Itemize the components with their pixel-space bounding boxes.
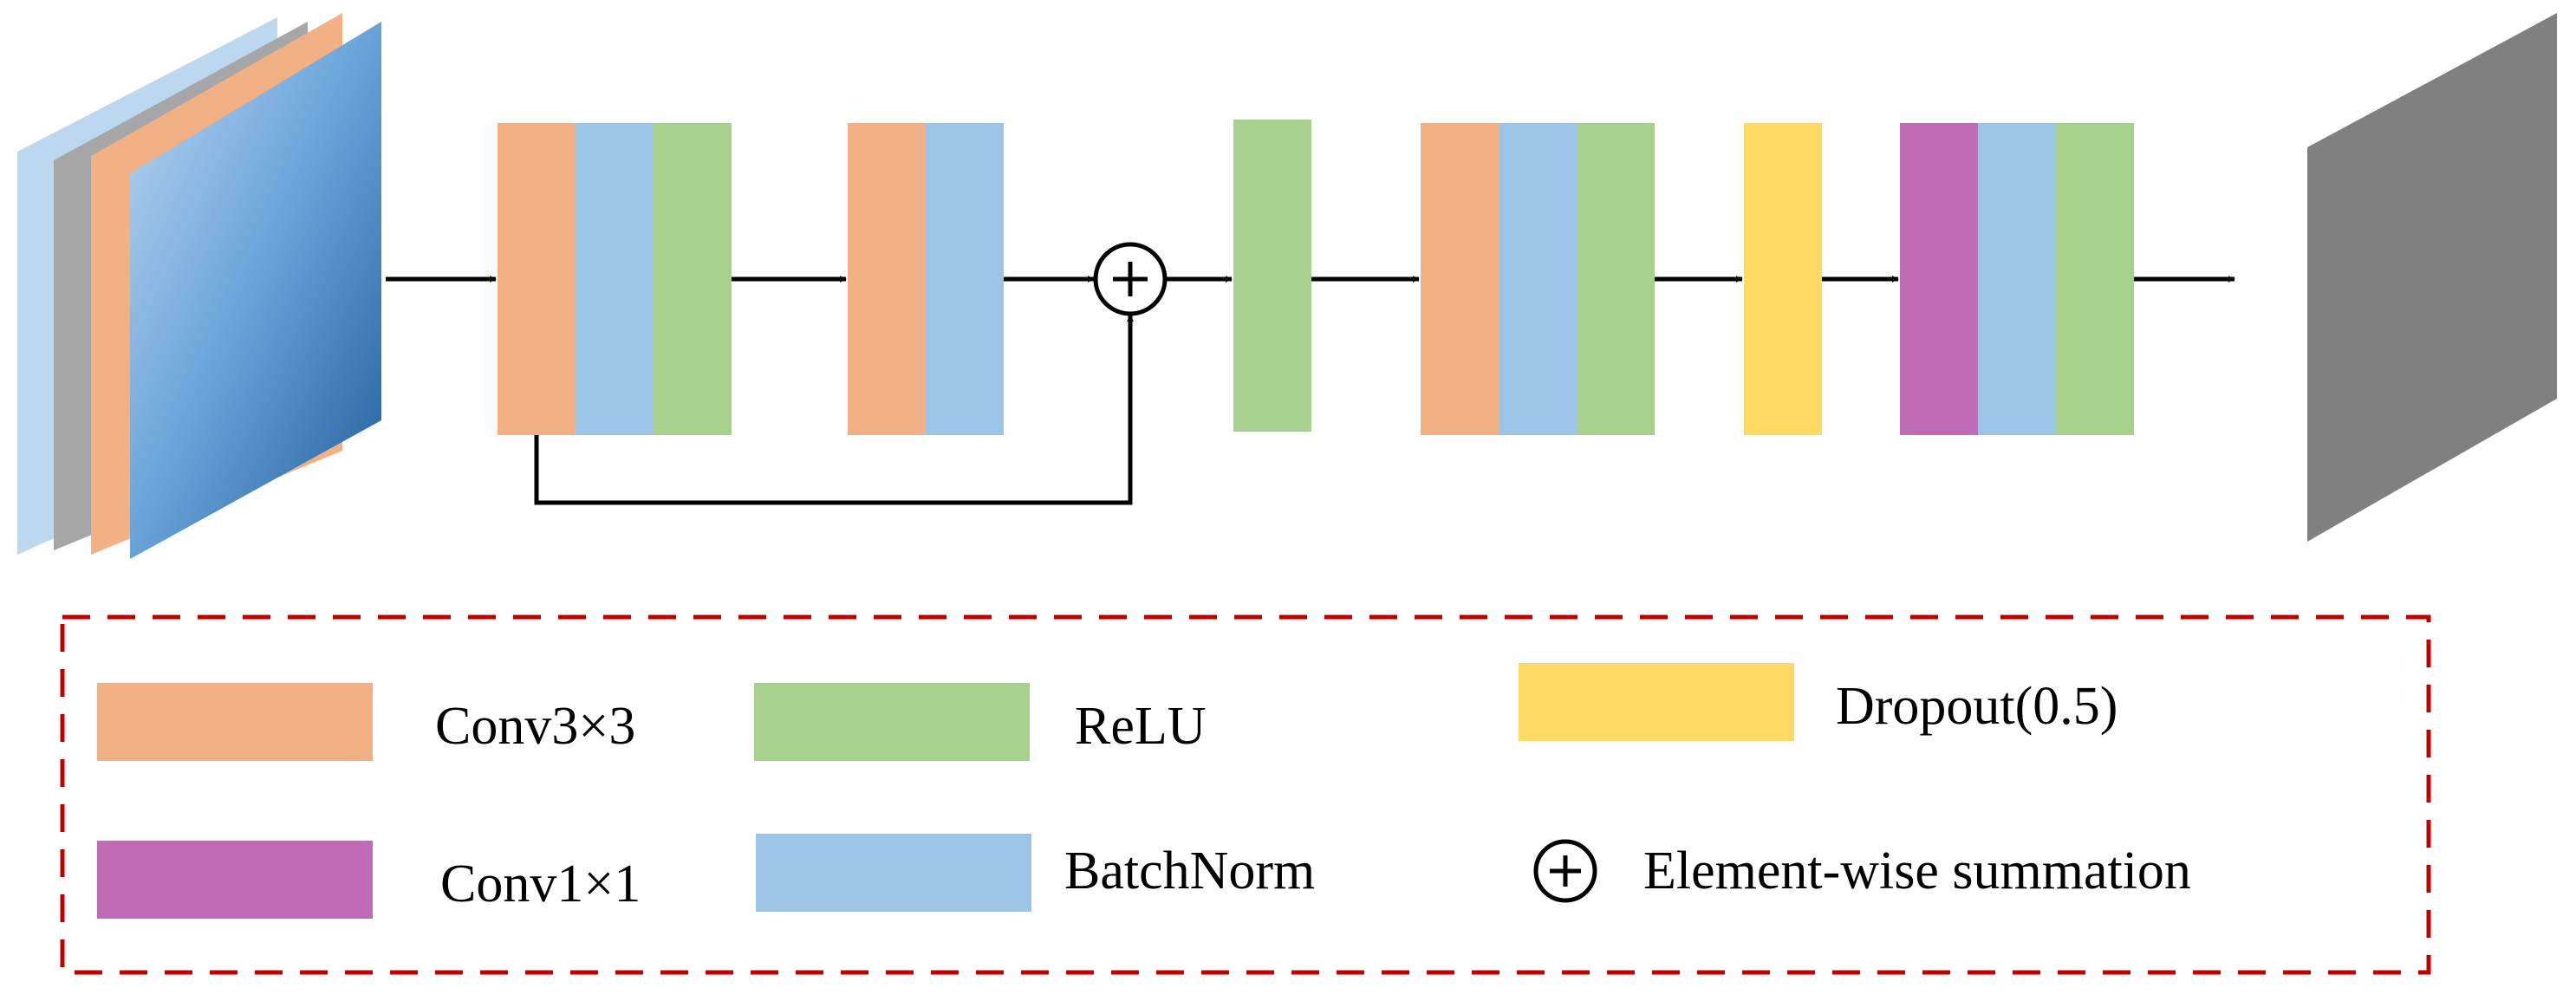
sum-node	[1093, 242, 1168, 316]
output-feature-map	[2307, 13, 2557, 542]
skip-connection-arrow	[534, 315, 1134, 505]
legend-label-sum: Element-wise summation	[1643, 842, 2191, 900]
legend-swatch-batchnorm	[756, 834, 1031, 912]
block1-batchnorm	[576, 123, 654, 435]
flow-arrows	[386, 276, 2235, 505]
legend-swatch-conv1x1	[97, 841, 373, 919]
input-feature-maps	[17, 13, 381, 559]
block4-batchnorm	[1978, 123, 2056, 435]
block1-conv3x3	[498, 123, 576, 435]
block4-relu	[2056, 123, 2134, 435]
block1-relu	[654, 123, 732, 435]
block3-relu	[1577, 123, 1655, 435]
legend-label-relu: ReLU	[1075, 697, 1207, 756]
dropout-block	[1744, 123, 1822, 435]
legend-swatch-relu	[754, 683, 1030, 761]
legend-sum-symbol	[1533, 839, 1597, 903]
block3-conv3x3	[1421, 123, 1499, 435]
block-4	[1900, 123, 2134, 435]
legend-swatch-dropout	[1519, 663, 1794, 741]
legend-border	[60, 614, 2431, 975]
block3-batchnorm	[1499, 123, 1577, 435]
legend-label-batchnorm: BatchNorm	[1064, 842, 1315, 900]
block2-batchnorm	[926, 123, 1004, 435]
block4-conv1x1	[1900, 123, 1978, 435]
block-2	[848, 123, 1004, 435]
block-3	[1421, 123, 1655, 435]
input-layer-blue-gradient	[130, 22, 381, 559]
legend-label-conv3x3: Conv3×3	[435, 697, 635, 756]
legend: Conv3×3 ReLU Dropout(0.5) Conv1×1 BatchN…	[60, 614, 2431, 975]
relu-after-sum	[1233, 120, 1311, 432]
block-1	[498, 123, 732, 435]
legend-label-dropout: Dropout(0.5)	[1836, 677, 2117, 736]
block2-conv3x3	[848, 123, 926, 435]
legend-swatch-conv3x3	[97, 683, 373, 761]
legend-label-conv1x1: Conv1×1	[440, 855, 641, 913]
